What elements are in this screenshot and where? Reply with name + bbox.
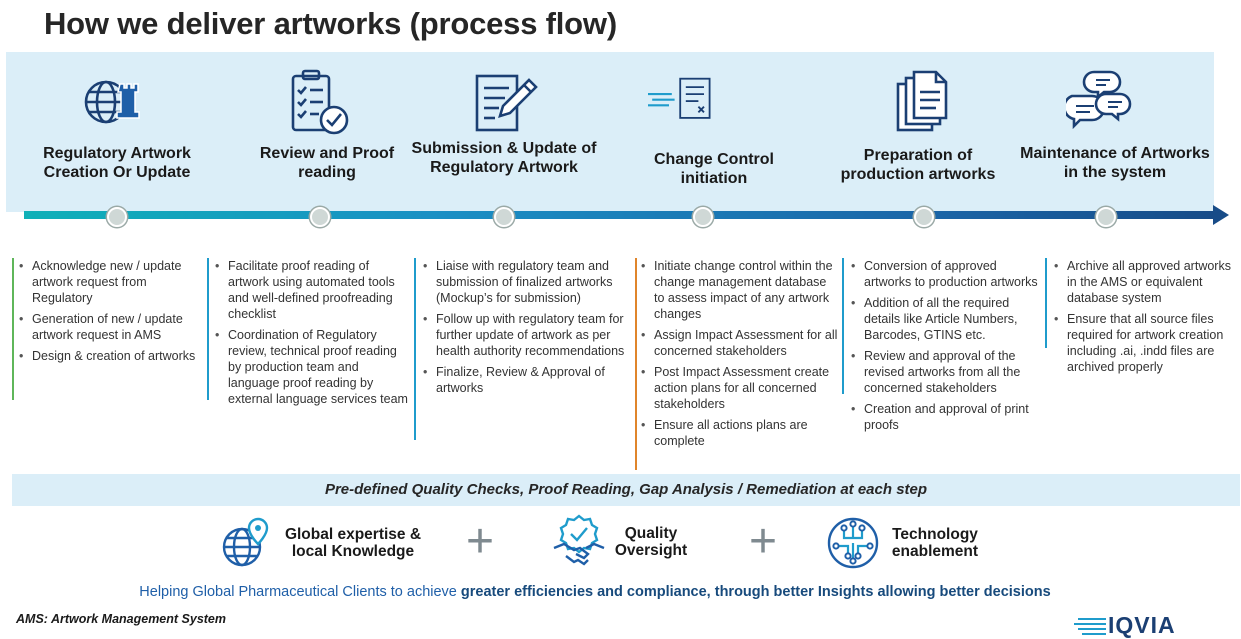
plus-sign: + bbox=[466, 515, 495, 568]
list-item: Coordination of Regulatory review, techn… bbox=[214, 327, 412, 407]
pillar-label-quality-oversight: Quality Oversight bbox=[614, 525, 688, 559]
step-bullets-review: Facilitate proof reading of artwork usin… bbox=[210, 258, 412, 412]
step-label-submission-update: Submission & Update of Regulatory Artwor… bbox=[411, 140, 597, 176]
list-item: Generation of new / update artwork reque… bbox=[18, 311, 206, 343]
clipboard-check-icon bbox=[291, 69, 349, 135]
step-bullets-regulatory: Acknowledge new / update artwork request… bbox=[14, 258, 206, 369]
step-label-maintenance: Maintenance of Artworks in the system bbox=[1020, 145, 1210, 181]
step-bullets-change-control: Initiate change control within the chang… bbox=[636, 258, 838, 454]
iqvia-logo-lines-icon bbox=[1074, 618, 1106, 635]
circuit-icon bbox=[827, 517, 879, 569]
step-bullets-maintenance: Archive all approved artworks in the AMS… bbox=[1049, 258, 1239, 380]
tagline-bold: greater efficiencies and compliance, thr… bbox=[460, 584, 1051, 600]
timeline-dot bbox=[914, 207, 934, 227]
step-label-production-artworks: Preparation of production artworks bbox=[840, 147, 996, 183]
steps-band bbox=[6, 52, 1214, 212]
handshake-badge-icon bbox=[553, 514, 605, 566]
timeline-arrow bbox=[24, 211, 1216, 219]
globe-chess-icon bbox=[84, 80, 140, 124]
column-divider bbox=[207, 258, 209, 400]
timeline-dot bbox=[693, 207, 713, 227]
pillar-label-global-expertise: Global expertise & local Knowledge bbox=[284, 526, 422, 560]
column-divider bbox=[414, 258, 416, 440]
page-title: How we deliver artworks (process flow) bbox=[44, 6, 617, 41]
timeline-dot bbox=[494, 207, 514, 227]
quality-checks-banner: Pre-defined Quality Checks, Proof Readin… bbox=[12, 474, 1240, 506]
timeline-dot bbox=[107, 207, 127, 227]
list-item: Facilitate proof reading of artwork usin… bbox=[214, 258, 412, 322]
stacked-documents-icon bbox=[896, 70, 948, 132]
list-item: Ensure that all source files required fo… bbox=[1053, 311, 1239, 375]
list-item: Liaise with regulatory team and submissi… bbox=[422, 258, 628, 306]
chat-bubbles-icon bbox=[1066, 70, 1132, 130]
list-item: Finalize, Review & Approval of artworks bbox=[422, 364, 628, 396]
list-item: Assign Impact Assessment for all concern… bbox=[640, 327, 838, 359]
list-item: Addition of all the required details lik… bbox=[850, 295, 1042, 343]
tagline-normal: Helping Global Pharmaceutical Clients to… bbox=[139, 584, 461, 600]
step-bullets-production: Conversion of approved artworks to produ… bbox=[846, 258, 1042, 438]
iqvia-logo: IQVIA bbox=[1108, 612, 1176, 638]
column-divider bbox=[1045, 258, 1047, 348]
list-item: Initiate change control within the chang… bbox=[640, 258, 838, 322]
step-label-review-proofreading: Review and Proof reading bbox=[259, 145, 395, 181]
step-bullets-submission: Liaise with regulatory team and submissi… bbox=[418, 258, 628, 401]
document-pen-icon bbox=[475, 74, 538, 132]
plus-sign: + bbox=[749, 515, 778, 568]
step-label-regulatory-artwork: Regulatory Artwork Creation Or Update bbox=[43, 145, 191, 181]
list-item: Review and approval of the revised artwo… bbox=[850, 348, 1042, 396]
pillar-label-technology: Technology enablement bbox=[891, 526, 979, 560]
column-divider bbox=[635, 258, 637, 470]
timeline-dot bbox=[1096, 207, 1116, 227]
list-item: Follow up with regulatory team for furth… bbox=[422, 311, 628, 359]
list-item: Creation and approval of print proofs bbox=[850, 401, 1042, 433]
list-item: Acknowledge new / update artwork request… bbox=[18, 258, 206, 306]
list-item: Conversion of approved artworks to produ… bbox=[850, 258, 1042, 290]
step-label-change-control: Change Control initiation bbox=[654, 151, 774, 187]
list-item: Post Impact Assessment create action pla… bbox=[640, 364, 838, 412]
list-item: Ensure all actions plans are complete bbox=[640, 417, 838, 449]
list-item: Archive all approved artworks in the AMS… bbox=[1053, 258, 1239, 306]
list-item: Design & creation of artworks bbox=[18, 348, 206, 364]
column-divider bbox=[12, 258, 14, 400]
globe-pin-icon bbox=[222, 517, 269, 567]
tagline: Helping Global Pharmaceutical Clients to… bbox=[0, 584, 1190, 600]
timeline-arrowhead bbox=[1213, 205, 1229, 225]
fast-document-icon bbox=[648, 77, 711, 119]
column-divider bbox=[842, 258, 844, 394]
timeline-dot bbox=[310, 207, 330, 227]
footnote: AMS: Artwork Management System bbox=[16, 612, 226, 626]
